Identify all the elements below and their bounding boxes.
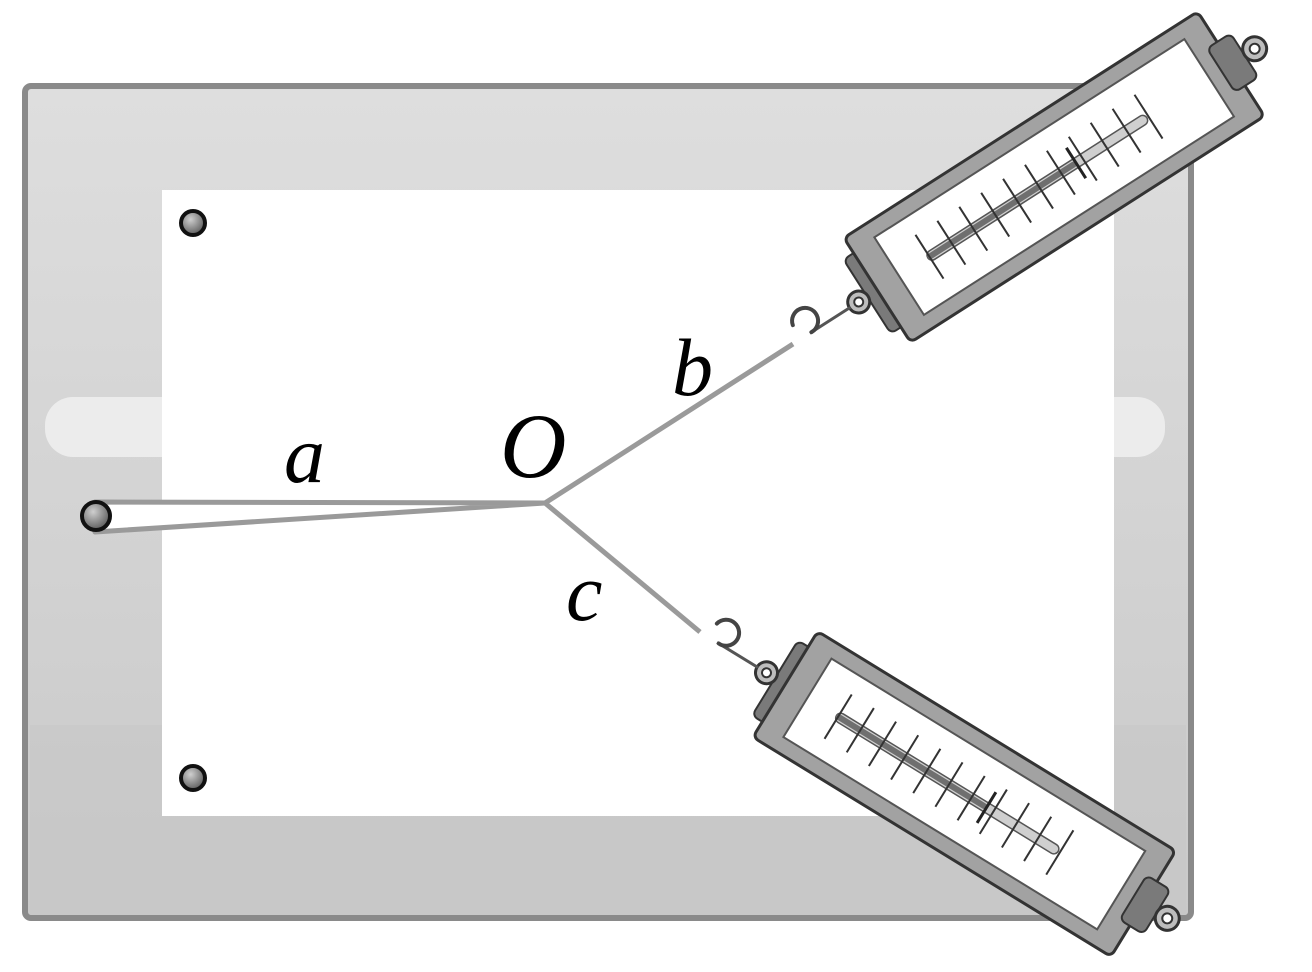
anchor-pin <box>80 500 112 532</box>
scale-tick <box>1046 150 1076 196</box>
scale-tick <box>1089 122 1120 168</box>
scale-tick <box>1067 136 1098 182</box>
label-a: a <box>284 409 325 500</box>
scale-tick <box>934 761 964 808</box>
spring-scale-b <box>766 0 1301 393</box>
scale-tick <box>1111 108 1142 154</box>
scale-tick <box>823 693 853 740</box>
scale-tick <box>1023 816 1053 862</box>
spring-scale-c <box>674 582 1212 972</box>
scale-c-ticks <box>823 693 1075 876</box>
string-c <box>543 501 702 634</box>
scale-tick <box>868 721 897 767</box>
scale-tick <box>1133 94 1164 140</box>
label-c: c <box>566 547 602 638</box>
pin-top-left <box>179 209 207 237</box>
scale-tick <box>845 707 875 753</box>
scale-tick <box>980 192 1011 238</box>
scale-tick <box>914 234 945 280</box>
scale-tick <box>978 789 1008 835</box>
pin-bottom-left <box>179 764 207 792</box>
scale-tick <box>1045 829 1075 876</box>
scale-b-ticks <box>914 94 1164 280</box>
scale-tick <box>1024 164 1054 210</box>
string-b <box>543 341 795 506</box>
scale-tick <box>1002 178 1032 224</box>
scale-tick <box>936 220 967 266</box>
scale-tick <box>956 775 986 821</box>
scale-tick <box>1001 802 1030 849</box>
scale-tick <box>958 206 989 252</box>
label-b: b <box>672 322 713 413</box>
scale-tick <box>890 734 920 781</box>
scale-tick <box>912 748 942 794</box>
label-O: O <box>500 395 566 497</box>
